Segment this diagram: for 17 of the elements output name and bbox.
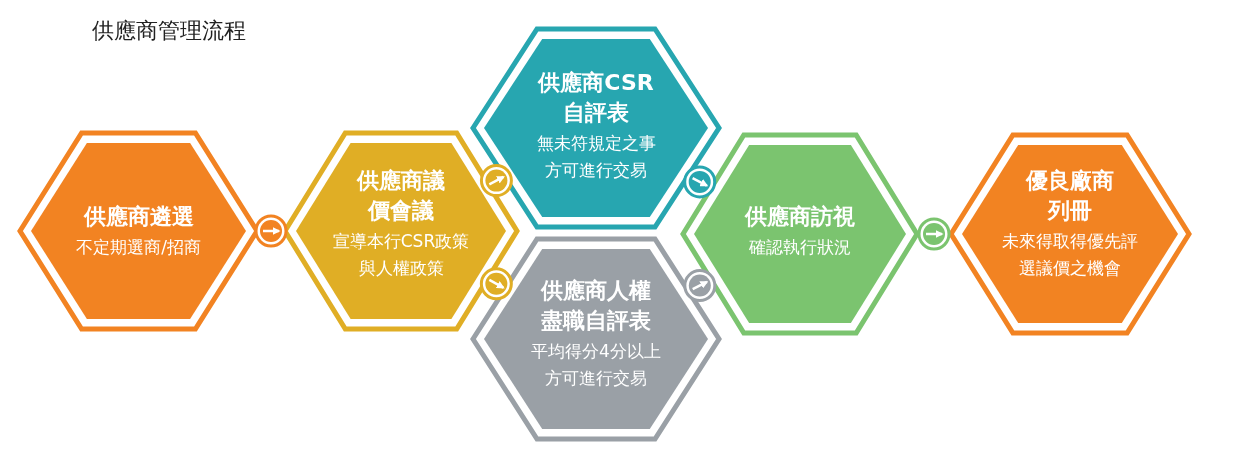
title: 供應商管理流程 xyxy=(92,17,246,45)
step-description: 無未符規定之事方可進行交易 xyxy=(535,132,657,182)
step-description: 未來得取得優先評選議價之機會 xyxy=(1001,230,1139,280)
step-title: 優良廠商列冊 xyxy=(1024,167,1115,225)
step-description: 宣導本行CSR政策與人權政策 xyxy=(331,230,471,280)
step-title: 供應商議價會議 xyxy=(355,167,446,225)
hexagon-step xyxy=(470,26,722,230)
step-title: 供應商CSR自評表 xyxy=(536,69,655,127)
step-title: 供應商訪視 xyxy=(743,203,856,231)
step-description: 不定期選商/招商 xyxy=(75,236,202,259)
hexagon-step xyxy=(470,236,722,442)
step-title: 供應商遴選 xyxy=(82,203,195,231)
step-title: 供應商人權盡職自評表 xyxy=(539,277,652,335)
hexagon-step xyxy=(680,132,920,336)
step-description: 平均得分4分以上方可進行交易 xyxy=(530,340,662,390)
step-description: 確認執行狀況 xyxy=(748,236,852,259)
hexagon-step xyxy=(948,132,1192,336)
